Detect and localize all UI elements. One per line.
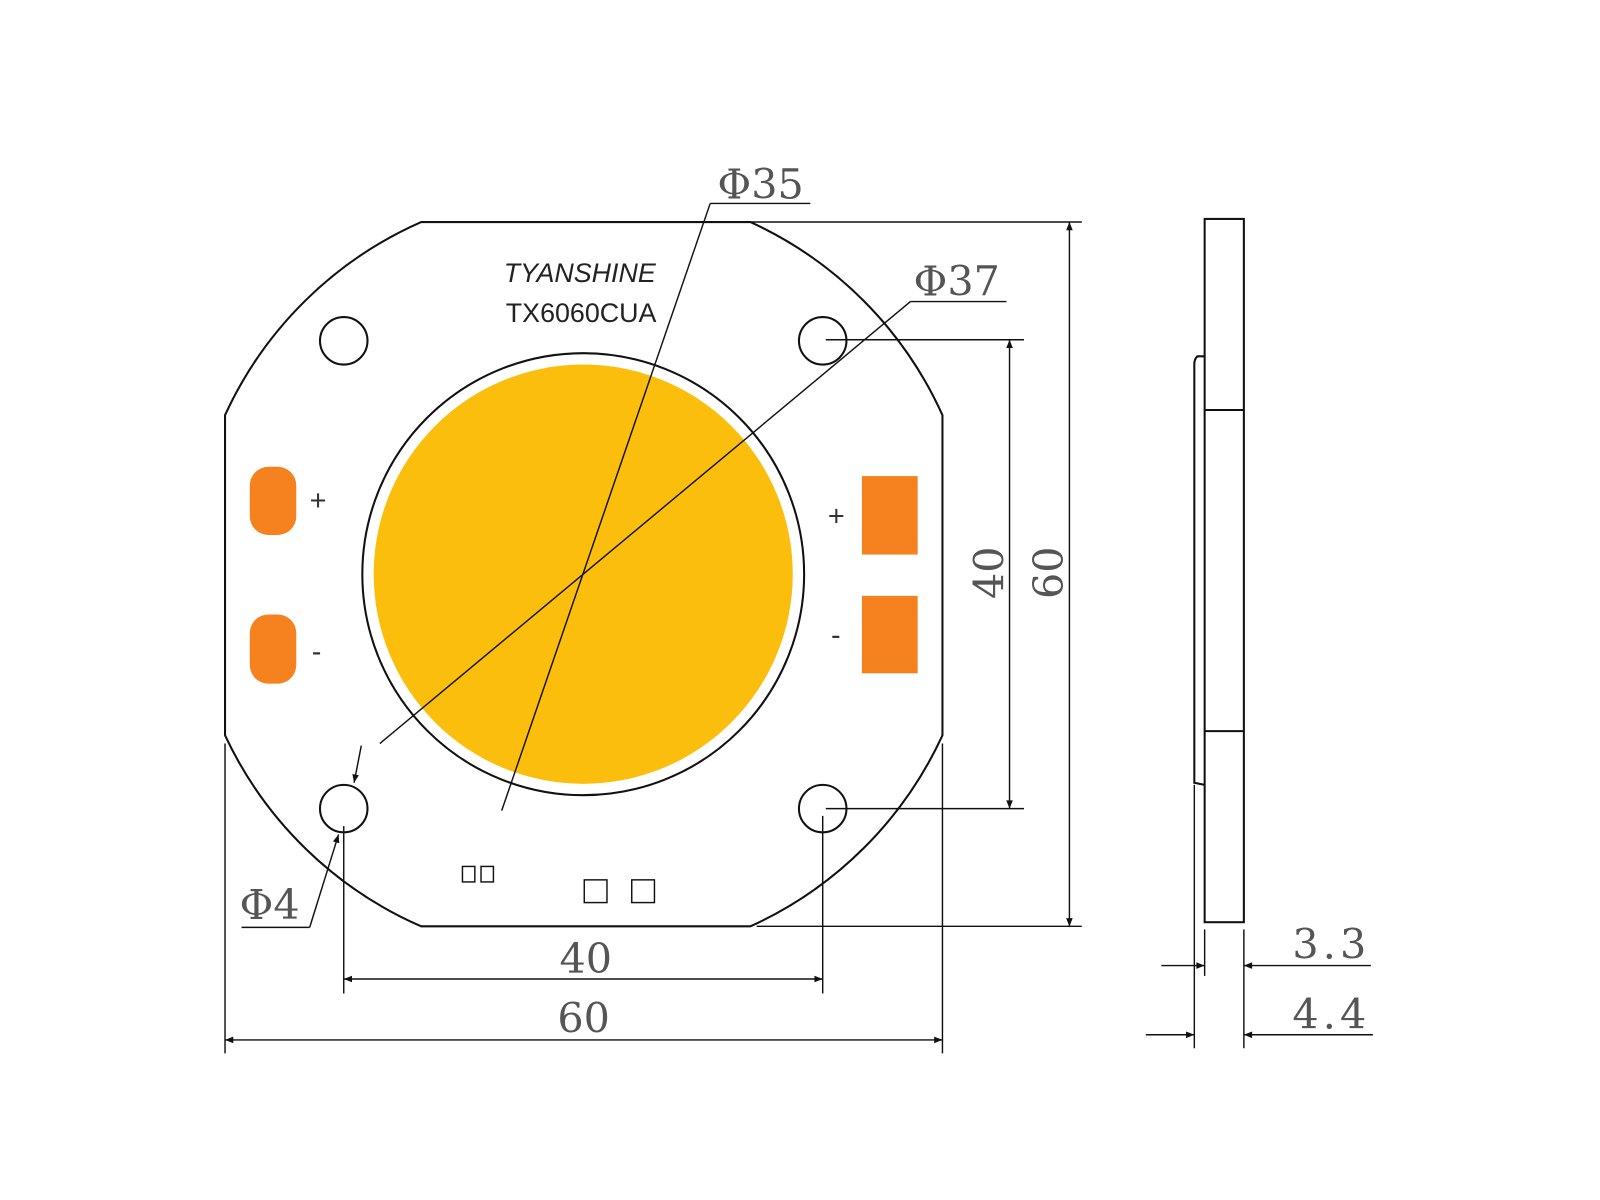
phi4-label: Φ4 (239, 881, 299, 929)
pad-label: - (831, 619, 841, 651)
pad-right-plus (861, 476, 918, 555)
dim-total-thickness-label: 4.4 (1292, 991, 1370, 1039)
marker-square (461, 865, 476, 883)
pad-left-plus (249, 466, 297, 535)
marker-square (583, 879, 608, 904)
side-view (1193, 217, 1245, 1049)
phi37-label: Φ37 (914, 257, 1000, 305)
model-name: TX6060CUA (506, 298, 657, 328)
marker-square (480, 865, 495, 883)
brand-name: TYANSHINE (504, 258, 657, 288)
pad-label: + (310, 485, 327, 517)
dam-ring (361, 352, 806, 797)
phi35-leader (500, 203, 711, 811)
phi37-leader (379, 300, 911, 745)
pad-label: - (312, 636, 322, 668)
mount-hole (318, 316, 369, 366)
dim-hole-spacing-h-label: 40 (559, 935, 612, 983)
pad-label: + (828, 501, 845, 533)
dim-board-width-label: 60 (557, 995, 610, 1043)
mount-hole (318, 783, 369, 834)
mount-hole (797, 316, 848, 366)
pad-right-minus (861, 595, 918, 674)
dim-board-height-label: 60 (1025, 546, 1073, 599)
pad-left-minus (249, 614, 297, 684)
dim-hole-spacing-v-label: 40 (965, 546, 1013, 599)
marker-square (631, 879, 656, 904)
phi4-leader (308, 834, 340, 928)
dim-substrate-thickness-label: 3.3 (1292, 920, 1370, 968)
phi35-label: Φ35 (717, 160, 803, 208)
